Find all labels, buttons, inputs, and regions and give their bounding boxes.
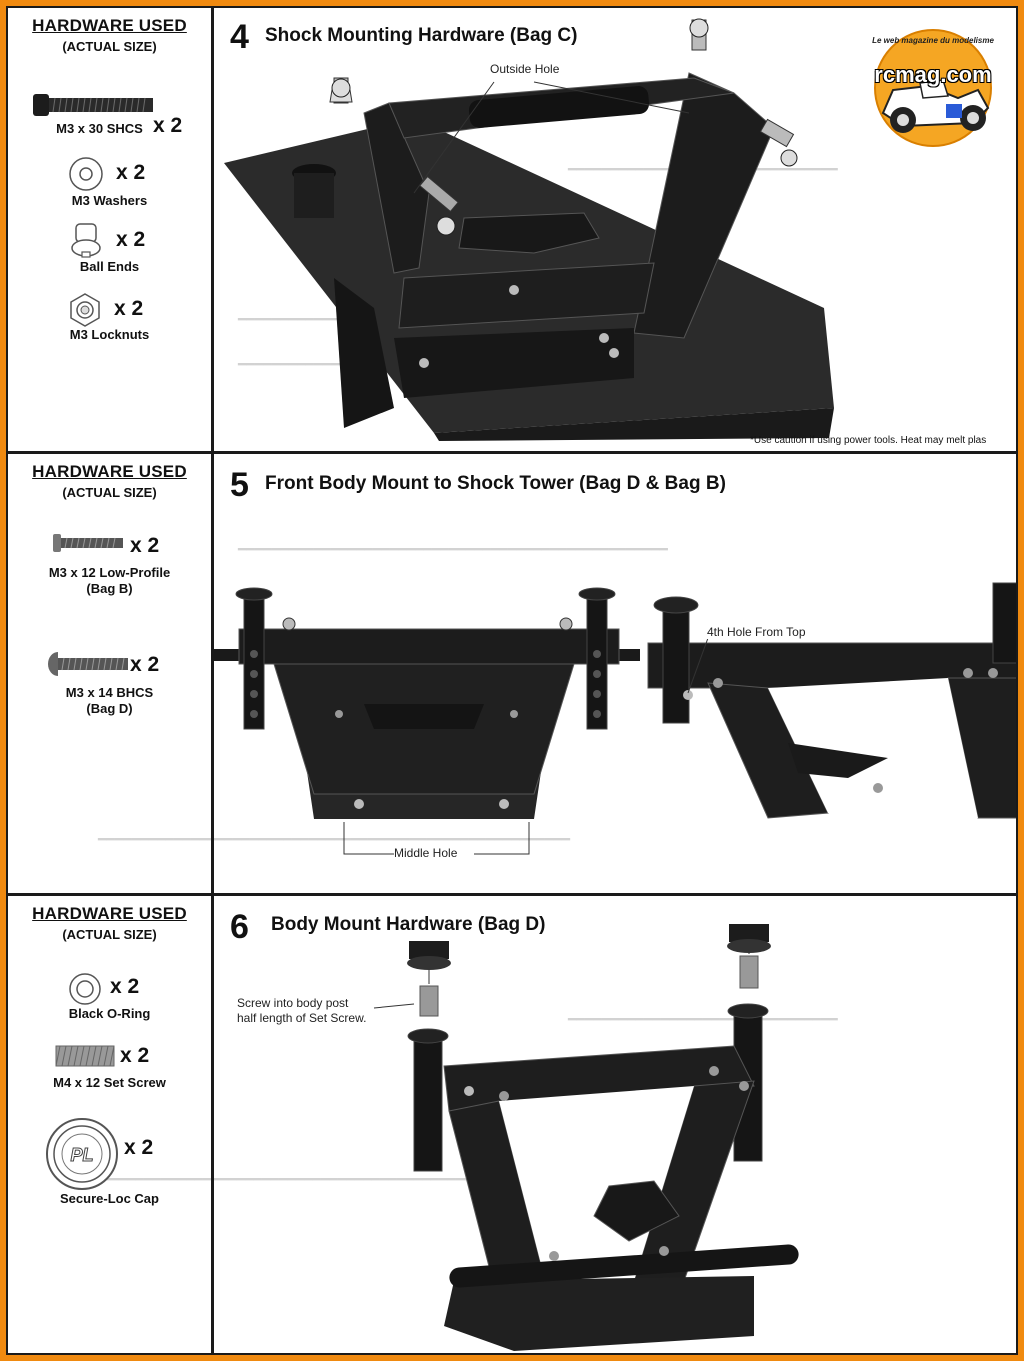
actual-size-note: (ACTUAL SIZE)	[62, 39, 157, 54]
set-screw-icon	[55, 1045, 115, 1067]
part-label-bag: (Bag B)	[86, 581, 133, 596]
callout-middle-hole: Middle Hole	[394, 846, 458, 860]
part-qty: x 2	[124, 1136, 154, 1159]
m3x30-shcs-icon	[33, 94, 153, 116]
part-qty: x 2	[116, 161, 146, 184]
body-post-right	[578, 587, 616, 730]
rcmag-logo-badge-icon	[874, 29, 992, 147]
rcmag-logo: Le web magazine du modelisme rcmag.com	[858, 28, 1008, 148]
hardware-used-heading: HARDWARE USED	[32, 16, 187, 35]
part-qty: x 2	[114, 297, 144, 320]
locknut-icon	[70, 293, 100, 327]
part-label: M3 x 12 Low-Profile	[48, 565, 171, 580]
step-title: Body Mount Hardware (Bag D)	[271, 914, 546, 935]
callout-screw-into-post: Screw into body post	[237, 996, 349, 1010]
column-divider	[211, 896, 214, 1353]
part-label: M3 Locknuts	[69, 327, 150, 342]
step-number: 5	[230, 466, 249, 504]
body-post-left	[235, 587, 273, 730]
svg-text:PL: PL	[70, 1145, 93, 1165]
step-title: Front Body Mount to Shock Tower (Bag D &…	[265, 473, 726, 494]
section-divider	[8, 451, 1016, 454]
column-divider	[211, 8, 214, 451]
shock-stud-right	[689, 18, 798, 167]
front-body-mount-side-view	[647, 582, 1016, 819]
part-qty: x 2	[110, 975, 140, 998]
ball-end-icon	[71, 223, 101, 258]
callout-half-length: half length of Set Screw.	[237, 1011, 367, 1025]
front-body-mount-front-view	[214, 587, 640, 855]
rcmag-logo-arc-text: Le web magazine du modelisme	[872, 36, 994, 45]
part-label: M3 x 14 BHCS	[65, 685, 154, 700]
section-divider	[8, 893, 1016, 896]
washer-icon	[69, 157, 103, 191]
part-qty: x 2	[153, 114, 183, 137]
actual-size-note: (ACTUAL SIZE)	[62, 485, 157, 500]
part-qty: x 2	[120, 1044, 150, 1067]
hardware-panel-step-6: HARDWARE USED (ACTUAL SIZE) x 2 Black O-…	[8, 896, 211, 1353]
step-number: 6	[230, 908, 249, 946]
instruction-page: ━━━━━━━━━━━━━━━━━━━━━━━━━━━━━━━━ ━━━━━━━…	[6, 6, 1018, 1355]
part-label: Ball Ends	[79, 259, 140, 274]
part-qty: x 2	[130, 653, 160, 676]
hardware-panel-step-5: HARDWARE USED (ACTUAL SIZE) x 2 M3 x 12 …	[8, 454, 211, 893]
m3x12-low-profile-icon	[53, 534, 123, 552]
step-number: 4	[230, 18, 249, 56]
caution-note: *Use caution if using power tools. Heat …	[750, 435, 987, 446]
hardware-used-heading: HARDWARE USED	[32, 462, 187, 481]
o-ring-icon	[69, 973, 101, 1005]
part-label: M4 x 12 Set Screw	[53, 1075, 166, 1090]
part-qty: x 2	[116, 228, 146, 251]
part-label: M3 Washers	[71, 193, 148, 208]
secure-loc-cap-icon: PL	[46, 1118, 118, 1190]
hardware-used-heading: HARDWARE USED	[32, 904, 187, 923]
rcmag-logo-wordmark: rcmag.com	[874, 62, 992, 87]
column-divider	[211, 454, 214, 893]
hardware-panel-step-4: HARDWARE USED (ACTUAL SIZE) x 2 M3 x 30 …	[8, 8, 211, 451]
callout-outside-hole: Outside Hole	[490, 62, 560, 76]
part-label: M3 x 30 SHCS	[56, 121, 143, 136]
m3x14-bhcs-icon	[48, 652, 128, 676]
actual-size-note: (ACTUAL SIZE)	[62, 927, 157, 942]
part-qty: x 2	[130, 534, 160, 557]
shock-stud-left	[329, 77, 353, 104]
callout-4th-hole: 4th Hole From Top	[705, 625, 808, 639]
step-title: Shock Mounting Hardware (Bag C)	[265, 25, 578, 46]
part-label-bag: (Bag D)	[86, 701, 133, 716]
shock-tower-illustration	[224, 18, 834, 441]
part-label: Black O-Ring	[68, 1006, 151, 1021]
body-mount-hardware-illustration	[373, 924, 799, 1351]
part-label: Secure-Loc Cap	[60, 1191, 159, 1206]
